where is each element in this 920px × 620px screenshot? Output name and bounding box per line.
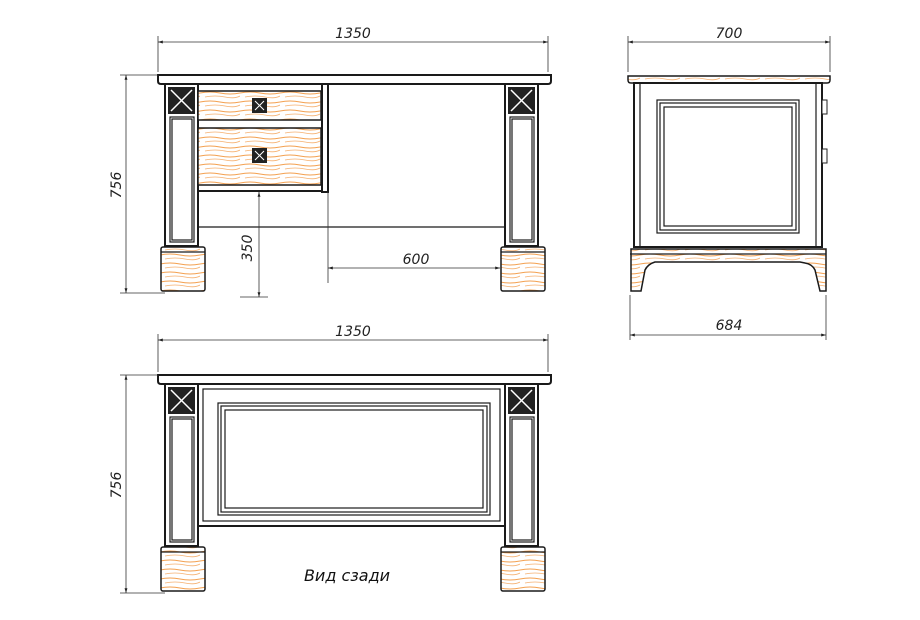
side-view: 700 684: [627, 26, 831, 340]
dimension-width-rear: 1350: [157, 324, 549, 372]
dimension-knee-space: 600: [327, 192, 500, 283]
base-depth-label: 684: [716, 318, 743, 334]
left-leg: [160, 83, 206, 292]
side-panel: [656, 99, 800, 234]
dimension-width-front: 1350: [157, 26, 549, 72]
top-depth-label: 700: [716, 26, 743, 42]
front-view: 1350: [109, 26, 552, 298]
side-top: [627, 75, 831, 84]
dimension-height-rear: 756: [109, 374, 165, 594]
knee-space-label: 600: [403, 252, 430, 268]
rear-left-leg: [160, 383, 206, 592]
rear-height-label: 756: [109, 472, 125, 499]
dimension-drawer-clearance: 350: [240, 191, 268, 298]
drawer-knob-side: [821, 99, 828, 115]
dimension-top-depth: 700: [627, 26, 831, 72]
rear-tabletop: [157, 374, 552, 385]
dimension-height-front: 756: [109, 74, 165, 294]
dimension-base-depth: 684: [629, 295, 827, 340]
right-leg: [500, 83, 546, 292]
rear-panel: [197, 383, 506, 527]
clearance-label: 350: [240, 235, 256, 262]
rear-width-label: 1350: [335, 324, 371, 340]
height-label: 756: [109, 172, 125, 199]
rear-view-caption: Вид сзади: [304, 566, 390, 585]
drawer-knob-side: [821, 148, 828, 164]
rear-right-leg: [500, 383, 546, 592]
tabletop: [157, 74, 552, 85]
rear-view: 1350 756: [109, 324, 552, 594]
width-label: 1350: [335, 26, 371, 42]
drawer-unit: [197, 83, 329, 193]
side-base: [630, 248, 827, 292]
side-body: [633, 82, 823, 248]
